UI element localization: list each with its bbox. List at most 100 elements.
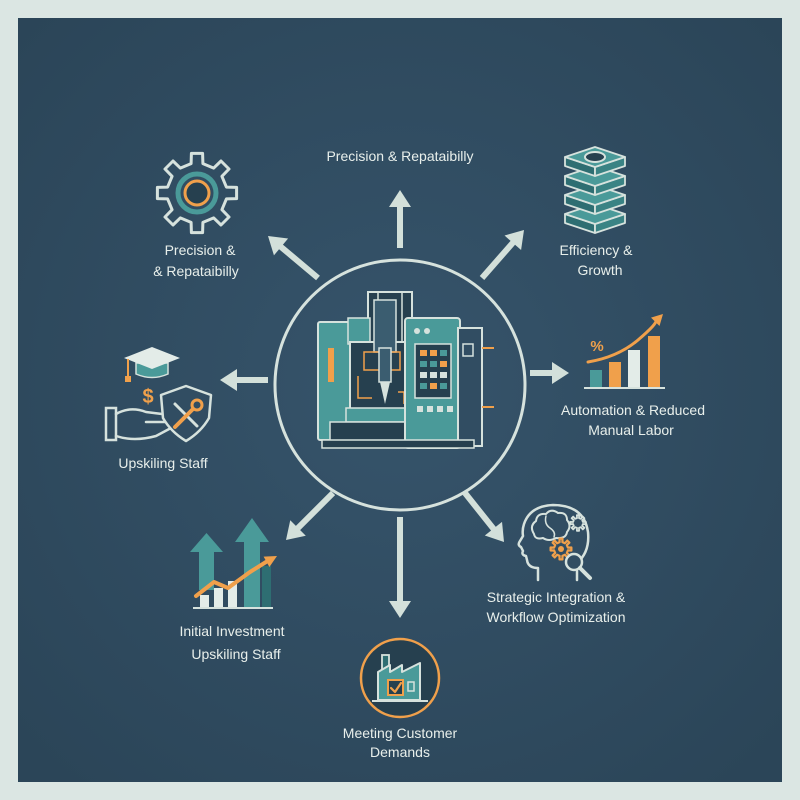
node-bottom-right-label-line2: Workflow Optimization [486,609,625,625]
node-bottom-left-label-line1: Initial Investment [179,623,284,639]
teal-arrow-head [190,533,223,552]
trend-line [194,560,268,598]
head-gears-icon [517,503,592,582]
cnc-panel-button [430,350,437,356]
cnc-panel-button [430,361,437,367]
gear-small-icon [569,514,587,532]
node-top-right-label-line2: Growth [577,262,622,278]
brain-fold [544,515,556,538]
cnc-panel-button [420,361,427,367]
cnc-side-window [462,343,474,357]
arrow-up [389,190,411,248]
teal-arrow-shaft [244,540,260,607]
percent-glyph: % [590,338,603,355]
arrow-up-right-head [504,230,524,251]
cnc-key [427,406,433,412]
factory-check-icon [359,637,441,719]
cnc-side-panel [457,327,483,447]
cnc-key [437,406,443,412]
graduation-cap-icon [124,347,180,382]
cnc-panel-button [440,350,447,356]
cnc-spindle [378,347,392,383]
arrow-down-right [462,491,504,542]
cnc-key [417,406,423,412]
magnifier-handle [578,566,592,580]
arrow-up-left-head [268,236,289,256]
icon-bar [262,566,271,607]
gear-icon [155,151,239,235]
arrow-up-right [479,230,524,280]
arrow-up-right-shaft [479,239,517,280]
icon-bar [200,595,209,607]
arrows [220,190,569,618]
stacked-layers-icon [564,146,626,234]
node-top-left-label-line2: & Repataibilly [153,263,239,279]
check-icon [389,681,403,694]
arrow-down-right-shaft [462,491,498,533]
head-profile [517,503,590,582]
cnc-floor-base [321,439,475,449]
cnc-panel-button [430,372,437,378]
node-left-label: Upskiling Staff [118,455,207,471]
icon-bar [648,336,660,387]
cnc-machine-icon [317,291,494,449]
arrow-left [220,369,268,391]
icon-bar [228,581,237,607]
cap-tassel-end [125,376,131,382]
growth-bar-chart-icon: % [584,314,665,389]
cnc-panel-button [420,383,427,389]
node-top-left-label-line1: Precision & [165,242,236,258]
rising-arrows-chart-icon [190,518,277,609]
icon-bar [628,350,640,387]
arrow-right-head [552,362,569,384]
shield-wrench-icon [159,384,213,443]
arrow-up-head [389,190,411,207]
cnc-tool-bit [380,382,390,404]
arrow-down-left [286,490,336,540]
arrow-down-right-head [484,521,504,542]
brain-outline [530,509,571,541]
node-bottom-label-line2: Demands [370,744,430,760]
cnc-panel-button [420,372,427,378]
cap-crown [135,362,169,379]
factory-window [407,681,415,692]
cnc-status-light [414,328,420,334]
node-top-label: Precision & Repataibilly [326,148,473,164]
node-bottom-label-line1: Meeting Customer [343,725,458,741]
gear-teal-ring [175,171,219,215]
teal-arrow-head [235,518,269,542]
trend-arrowhead [651,314,663,326]
arrow-down-left-head [286,520,306,540]
node-right-label-line2: Manual Labor [588,422,674,438]
dollar-glyph: $ [142,386,153,408]
stack-plate-hole [584,151,606,163]
icon-bar [590,370,602,387]
cnc-spindle-housing [373,299,397,353]
wrench-handle [173,406,196,429]
cnc-head-block [347,317,371,345]
arrow-left-head [220,369,237,391]
icon-bar [214,588,223,607]
cnc-left-indicator [328,348,334,382]
magnifier-lens [564,552,584,572]
cap-board [124,347,180,369]
cnc-key [447,406,453,412]
training-investment-icon: $ [104,347,213,443]
center-ring [273,258,527,512]
trend-arrowhead [263,556,277,567]
cnc-panel-button [440,372,447,378]
cnc-panel-button [440,383,447,389]
wrench-head [190,398,204,412]
arrow-up-left [268,236,320,281]
node-top-right-label-line1: Efficiency & [560,242,634,258]
trend-line [586,318,658,364]
teal-arrow-shaft [199,549,214,590]
node-bottom-left-label-line2: Upskiling Staff [191,646,280,662]
cnc-panel-button [430,383,437,389]
cnc-panel-button [420,350,427,356]
cnc-work-table [345,407,413,423]
gear-orange-ring [183,179,211,207]
arrow-up-left-shaft [277,243,320,281]
stack-plate-1 [564,146,626,177]
